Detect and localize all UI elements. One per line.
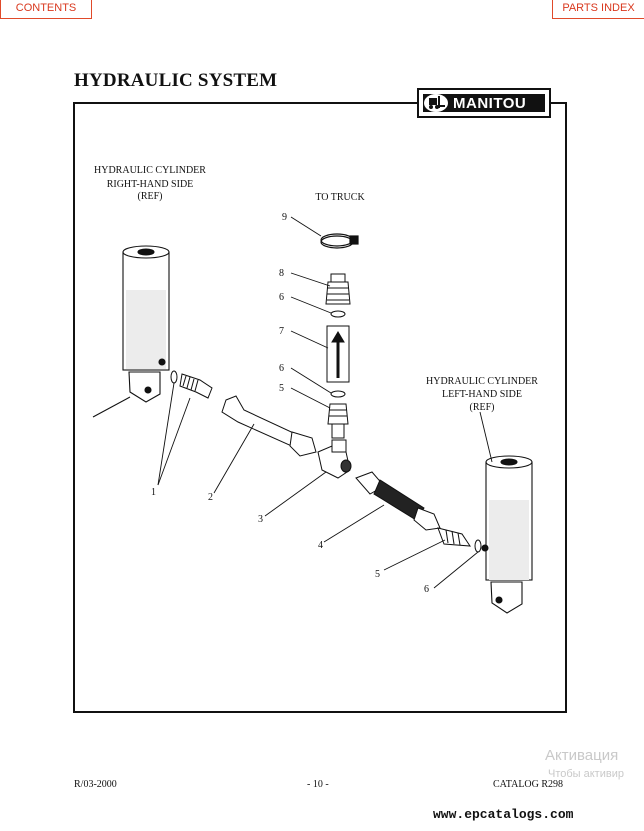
callout-4: 4 (318, 540, 323, 551)
hydraulic-system-diagram: HYDRAULIC CYLINDER RIGHT-HAND SIDE (REF)… (92, 165, 538, 614)
part-7-check-valve (326, 325, 350, 383)
callout-9: 9 (282, 212, 287, 223)
footer-catalog: CATALOG R298 (493, 779, 564, 790)
manitou-logo: MANITOU (417, 88, 551, 118)
callout-6-lower: 6 (424, 584, 429, 595)
website-url: www.epcatalogs.com (433, 807, 574, 822)
right-cylinder-label-line1: HYDRAULIC CYLINDER (94, 165, 206, 176)
left-hand-cylinder (481, 455, 533, 614)
callout-8: 8 (279, 268, 284, 279)
right-cylinder-label-line2: RIGHT-HAND SIDE (107, 179, 194, 190)
contents-button[interactable]: CONTENTS (0, 0, 92, 19)
right-hand-cylinder (92, 245, 170, 418)
callout-2: 2 (208, 492, 213, 503)
footer-revision: R/03-2000 (74, 779, 117, 790)
leader-lines (157, 216, 493, 589)
parts-index-button[interactable]: PARTS INDEX (552, 0, 644, 19)
callout-6-upper: 6 (279, 292, 284, 303)
forklift-logo-icon (424, 94, 448, 112)
footer-page-number: - 10 - (307, 779, 329, 790)
part-6-upper-o-ring (330, 310, 346, 318)
left-cylinder-label-line2: LEFT-HAND SIDE (442, 389, 522, 400)
part-4-hydraulic-hose (355, 471, 441, 531)
left-cylinder-label-line1: HYDRAULIC CYLINDER (426, 376, 538, 387)
activation-watermark-subtitle: Чтобы активир (548, 768, 624, 780)
callout-1: 1 (151, 487, 156, 498)
callout-3: 3 (258, 514, 263, 525)
part-3-tee-fitting (317, 439, 352, 479)
callout-5-lower: 5 (375, 569, 380, 580)
part-5-lower-adapter (437, 527, 471, 547)
right-cylinder-label-line3: (REF) (138, 191, 163, 202)
page-title: HYDRAULIC SYSTEM (74, 70, 278, 91)
diagram-frame (73, 102, 567, 713)
to-truck-label: TO TRUCK (315, 192, 365, 203)
part-5-upper-adapter (327, 403, 349, 439)
part-9-hose-clamp (320, 233, 359, 249)
part-6-lower-o-ring (474, 539, 482, 553)
part-1-adapter-fitting (170, 370, 213, 399)
activation-watermark-title: Активация (545, 747, 619, 764)
callout-6-middle: 6 (279, 363, 284, 374)
callout-7: 7 (279, 326, 284, 337)
callout-5-upper: 5 (279, 383, 284, 394)
part-8-hose-barb (325, 273, 351, 305)
left-cylinder-label-line3: (REF) (470, 402, 495, 413)
logo-wordmark: MANITOU (453, 94, 527, 112)
part-2-hydraulic-tube (221, 395, 317, 457)
part-6-middle-o-ring (330, 390, 346, 398)
